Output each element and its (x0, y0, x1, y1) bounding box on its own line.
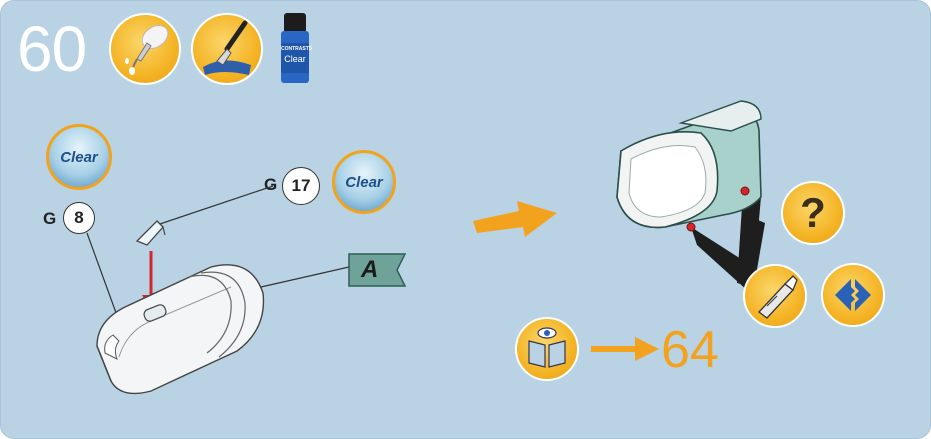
clear-badge-label: Clear (60, 148, 98, 166)
paint-brush-icon (191, 13, 263, 85)
part-g17-number: 17 (282, 167, 320, 205)
next-step-arrow (473, 201, 557, 237)
step-number: 60 (17, 13, 87, 85)
goto-arrow (591, 337, 659, 361)
part-g8-number: 8 (63, 202, 95, 234)
fit-together-icon (821, 263, 885, 327)
instruction-book-icon (515, 317, 579, 381)
question-mark-icon: ? (781, 181, 845, 245)
goto-step-number: 64 (661, 321, 719, 379)
bottle-label: Clear (284, 54, 306, 64)
clear-paint-badge-top: Clear (46, 124, 112, 190)
bottle-brand-label: CONTRASTS (281, 46, 313, 52)
reference-flag: A (347, 250, 407, 290)
clear-paint-badge-right: Clear (332, 150, 396, 214)
glue-applicator-icon (109, 13, 181, 85)
clear-paint-bottle-icon: CONTRASTS Clear (277, 13, 313, 85)
clear-badge-label-right: Clear (345, 173, 383, 191)
part-g8-prefix: G (43, 209, 57, 228)
part-g17-prefix: G (264, 175, 278, 194)
craft-knife-icon (743, 264, 807, 328)
flag-letter: A (361, 256, 379, 283)
